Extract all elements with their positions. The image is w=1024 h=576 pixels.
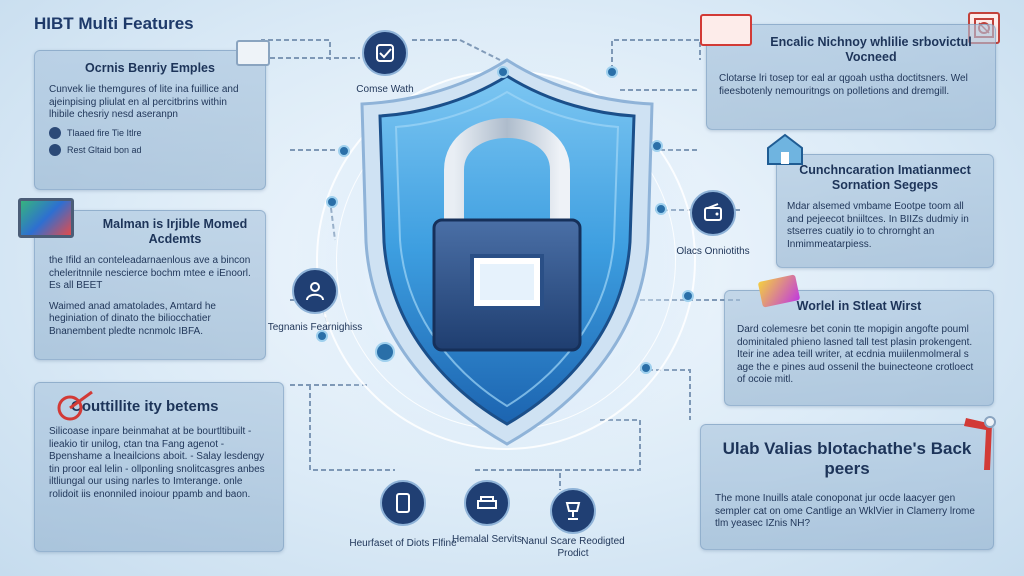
feature-panel: Couttillite ity betems Silicoase inpare … [34, 382, 284, 552]
connector-dot [606, 66, 618, 78]
feature-panel: Ulab Valias blotachathe's Back peers The… [700, 424, 994, 550]
connector-dot [655, 203, 667, 215]
house-icon [767, 133, 803, 165]
node-label-left-mid: Tegnanis Fearnighiss [267, 322, 363, 333]
panel-heading: Worlel in Stleat Wirst [796, 299, 922, 313]
person-icon[interactable] [292, 268, 338, 314]
connector-dot [640, 362, 652, 374]
connector-dot [338, 145, 350, 157]
list-item: Tlaaed fire Tie Itlre [49, 126, 251, 139]
desk-illustration [700, 14, 752, 46]
panel-heading: Cunchncaration Imatianmect Sornation Seg… [799, 163, 971, 192]
panel-body: Clotarse lri tosep tor eal ar qgoah usth… [719, 73, 968, 97]
feature-panel: Worlel in Stleat Wirst Dard colemesre be… [724, 290, 994, 406]
panel-body: Waimed anad amatolades, Amtard he hegini… [49, 300, 216, 337]
check-badge-icon[interactable] [362, 30, 408, 76]
target-icon [57, 390, 93, 421]
screen-illustration [236, 40, 270, 66]
connector-dot [375, 342, 395, 362]
connector-dot [651, 140, 663, 152]
connector-dot [682, 290, 694, 302]
padlock-shield-icon [360, 58, 654, 446]
panel-heading: Ocrnis Benriy Emples [85, 61, 215, 75]
tablet-icon[interactable] [380, 480, 426, 526]
feature-panel: Cunchncaration Imatianmect Sornation Seg… [776, 154, 994, 268]
node-label-bottom3: Nanul Scare Reodigted Prodict [521, 536, 625, 559]
node-label-bottom2: Hemalal Servits [451, 534, 523, 545]
node-label-right-mid: Olacs Onniotiths [676, 246, 750, 257]
panel-heading: Encalic Nichnoy whlilie srbovictul Vocne… [770, 35, 972, 64]
panel-body: Cunvek lie themgures of lite ina fuillic… [49, 84, 239, 120]
feature-panel: Encalic Nichnoy whlilie srbovictul Vocne… [706, 24, 996, 130]
connector-dot [326, 196, 338, 208]
panel-body: Silicoase inpare beinmahat at be bourtlt… [49, 426, 265, 500]
panel-body: the Ifild an conteleadarnaenlous ave a b… [49, 255, 251, 291]
wallet-icon[interactable] [690, 190, 736, 236]
page-title: HIBT Multi Features [34, 14, 194, 33]
node-label-top: Comse Wath [356, 84, 414, 95]
panel-body: Dard colemesre bet conin tte mopigin ang… [737, 324, 974, 385]
bullet-icon [49, 143, 61, 156]
monitor-illustration [18, 198, 74, 238]
bullet-icon [49, 126, 61, 139]
panel-body: Mdar alsemed vmbame Eootpe toom all and … [787, 201, 969, 250]
flag-icon [964, 416, 996, 470]
node-label-bottom1: Heurfaset of Diots Flfine [349, 538, 457, 549]
panel-heading: Malman is Irjible Momed Acdemts [102, 217, 248, 246]
sofa-icon[interactable] [464, 480, 510, 526]
panel-heading: Ulab Valias blotachathe's Back peers [722, 439, 972, 478]
panel-heading: Couttillite ity betems [71, 398, 219, 415]
panel-body: The mone Inuills atale conoponat jur ocd… [715, 493, 975, 529]
trophy-icon[interactable] [550, 488, 596, 534]
connector-dot [316, 330, 328, 342]
connector-dot [497, 66, 509, 78]
list-item: Rest Gltaid bon ad [49, 143, 251, 156]
feature-panel: Ocrnis Benriy Emples Cunvek lie themgure… [34, 50, 266, 190]
